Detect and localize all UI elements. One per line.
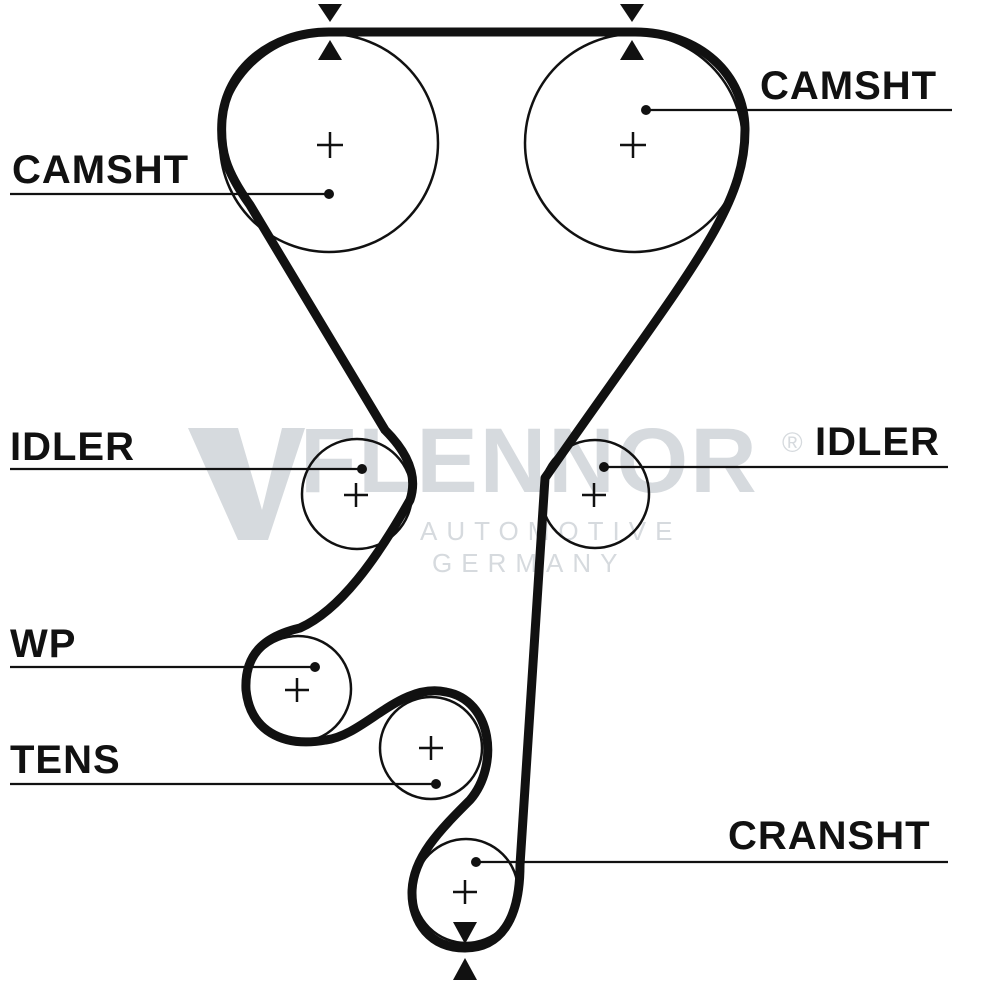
crankshaft-leader-dot [471,857,481,867]
watermark-registered-mark: ® [782,427,803,458]
watermark-line2-text: GERMANY [432,548,626,578]
idler-right-leader-dot [599,462,609,472]
component-labels: CAMSHT CAMSHT IDLER IDLER WP TENS CRANSH… [10,64,940,858]
idler-left-label: IDLER [10,425,135,469]
brand-watermark: FLENNOR ® AUTOMOTIVE GERMANY [188,410,803,578]
crankshaft-center-cross [453,880,477,904]
camshaft-left-timing-mark-bottom [318,40,342,60]
camshaft-left-leader-dot [324,189,334,199]
crankshaft-timing-mark-top [453,922,477,944]
timing-marks [318,4,644,980]
camshaft-right-timing-mark-bottom [620,40,644,60]
brand-logo-mark [188,428,305,540]
idler-left-leader-dot [357,464,367,474]
tensioner-label: TENS [10,738,121,782]
timing-belt [217,27,750,953]
water-pump-label: WP [10,622,76,666]
crankshaft-timing-mark-bottom [453,958,477,980]
leader-lines [10,105,952,867]
camshaft-left-label: CAMSHT [12,148,189,192]
tensioner-center-cross [419,736,443,760]
crankshaft-label: CRANSHT [728,814,931,858]
idler-right-label: IDLER [815,420,940,464]
camshaft-right-center-cross [620,132,646,158]
tensioner-pulley [378,695,484,801]
idler-left-center-cross [344,483,368,507]
watermark-brand-text: FLENNOR [300,410,759,512]
pulley-centers [285,132,646,904]
camshaft-left-center-cross [317,132,343,158]
camshaft-left-timing-mark-top [318,4,342,22]
tensioner-leader-dot [431,779,441,789]
water-pump-leader-dot [310,662,320,672]
camshaft-right-timing-mark-top [620,4,644,22]
camshaft-right-leader-dot [641,105,651,115]
idler-right-center-cross [582,483,606,507]
camshaft-right-label: CAMSHT [760,64,937,108]
water-pump-center-cross [285,678,309,702]
